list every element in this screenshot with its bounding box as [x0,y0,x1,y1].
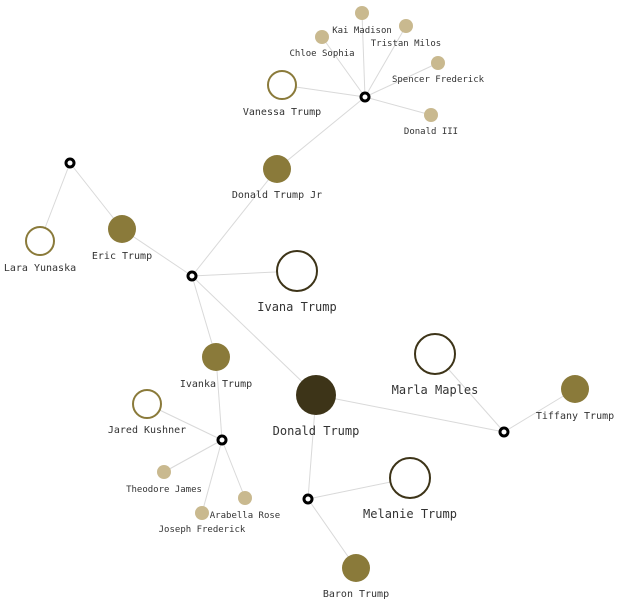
union-nodes [64,91,510,505]
node-joseph-frederick[interactable] [195,506,209,520]
person-nodes [25,6,589,582]
label-donald-trump: Donald Trump [273,424,360,438]
label-marla-maples: Marla Maples [392,383,479,397]
union-node-donjr-vanessa[interactable] [359,91,371,103]
node-spencer-frederick[interactable] [431,56,445,70]
node-tristan-milos[interactable] [399,19,413,33]
edge-union-joseph [201,439,223,514]
node-melanie-trump[interactable] [389,457,431,499]
label-baron-trump: Baron Trump [323,589,389,600]
labels: Donald Trump Ivana Trump Marla Maples Me… [4,26,614,600]
edge-union-ivanka [191,275,217,358]
union-node-trump-ivana[interactable] [186,270,198,282]
edge-union-chloe [321,36,366,98]
edge-union-theodore [163,439,223,473]
union-node-trump-marla[interactable] [498,426,510,438]
label-spencer-frederick: Spencer Frederick [392,75,485,85]
node-donald-trump-jr[interactable] [263,155,291,183]
union-node-eric-lara[interactable] [64,157,76,169]
edge-union-baron [307,498,357,569]
label-arabella-rose: Arabella Rose [210,511,280,521]
label-eric-trump: Eric Trump [92,251,152,262]
node-vanessa-trump[interactable] [267,70,297,100]
label-donald-trump-jr: Donald Trump Jr [232,190,322,201]
label-kai-madison: Kai Madison [332,26,392,36]
union-node-trump-melanie[interactable] [302,493,314,505]
label-tristan-milos: Tristan Milos [371,39,441,49]
edge-union-arabella [221,439,246,499]
edge-donjr-vanessa-union [276,96,366,170]
label-melanie-trump: Melanie Trump [363,507,457,521]
label-vanessa-trump: Vanessa Trump [243,107,321,118]
label-donald-iii: Donald III [404,127,458,137]
label-theodore-james: Theodore James [126,485,202,495]
node-marla-maples[interactable] [414,333,456,375]
edge-trump-ivana-union [191,275,317,396]
node-kai-madison[interactable] [355,6,369,20]
node-tiffany-trump[interactable] [561,375,589,403]
edge-union-tristan [364,25,407,98]
edge-trump-marla-union [315,394,505,433]
node-donald-trump[interactable] [296,375,336,415]
node-chloe-sophia[interactable] [315,30,329,44]
node-theodore-james[interactable] [157,465,171,479]
node-ivana-trump[interactable] [276,250,318,292]
label-chloe-sophia: Chloe Sophia [289,49,354,59]
label-joseph-frederick: Joseph Frederick [159,525,246,535]
node-baron-trump[interactable] [342,554,370,582]
union-node-ivanka-jared[interactable] [216,434,228,446]
node-eric-trump[interactable] [108,215,136,243]
label-tiffany-trump: Tiffany Trump [536,411,614,422]
label-ivana-trump: Ivana Trump [257,300,336,314]
edge-union-spencer [364,62,439,98]
node-jared-kushner[interactable] [132,389,162,419]
edge-union-donald3 [364,96,432,116]
edge-union-eric [121,228,193,277]
node-ivanka-trump[interactable] [202,343,230,371]
node-lara-yunaska[interactable] [25,226,55,256]
edge-union-kai [361,12,366,98]
node-arabella-rose[interactable] [238,491,252,505]
label-ivanka-trump: Ivanka Trump [180,379,252,390]
edges [39,12,576,569]
node-donald-iii[interactable] [424,108,438,122]
edge-eric-lara-union [69,162,123,230]
edge-union-donjr [191,168,278,277]
label-lara-yunaska: Lara Yunaska [4,263,76,274]
label-jared-kushner: Jared Kushner [108,425,186,436]
